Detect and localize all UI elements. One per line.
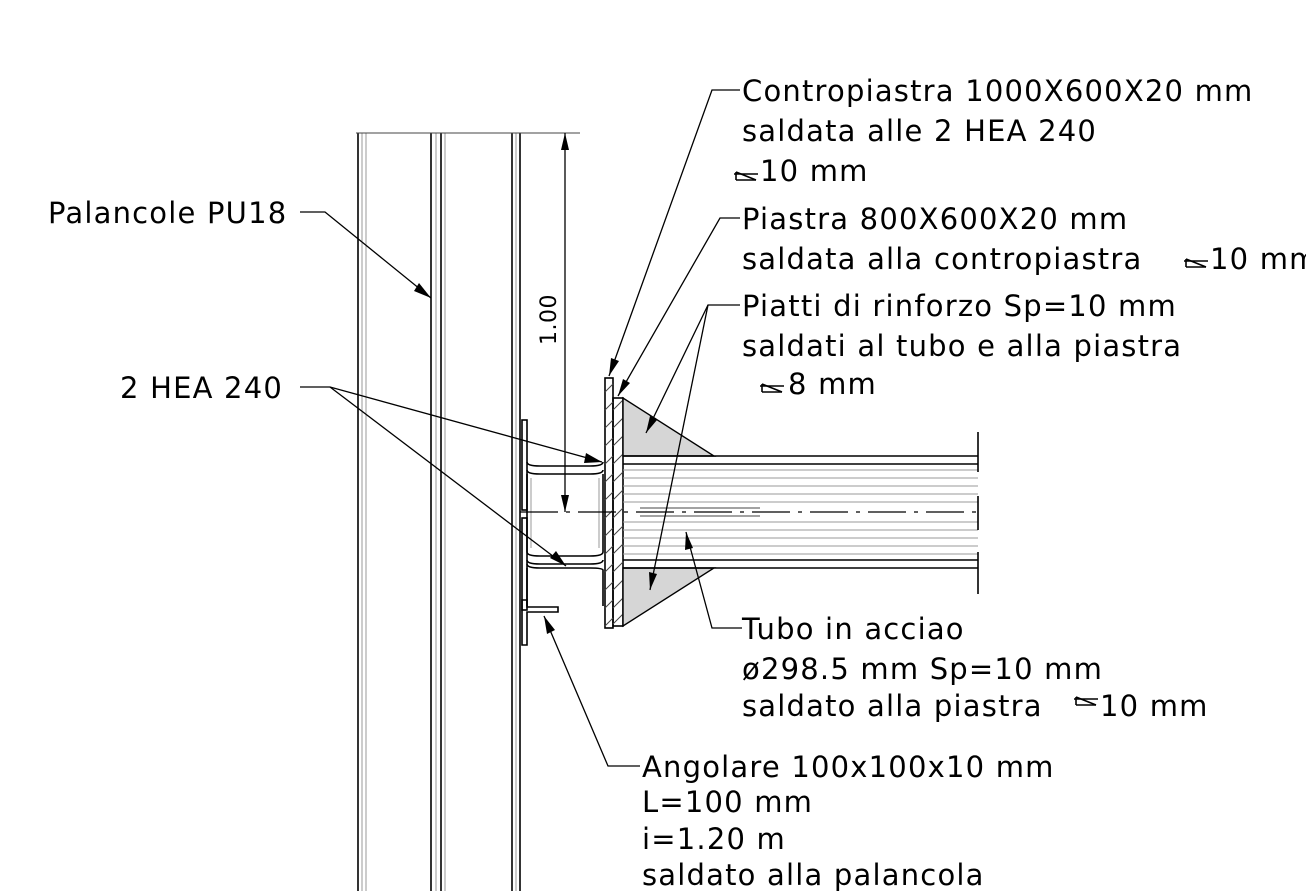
label-contropiastra-1: Contropiastra 1000X600X20 mm (742, 74, 1254, 108)
label-piatti-2: saldati al tubo e alla piastra (742, 329, 1182, 363)
sheet-pile (356, 132, 522, 891)
label-piastra-2: saldata alla contropiastra (742, 242, 1142, 276)
dimension-line (522, 132, 580, 512)
label-contropiastra-2: saldata alle 2 HEA 240 (742, 114, 1097, 148)
label-contropiastra-3: 10 mm (760, 154, 869, 188)
label-piatti-3: 8 mm (788, 367, 877, 401)
angle-bracket (521, 599, 559, 646)
label-piatti-1: Piatti di rinforzo Sp=10 mm (742, 289, 1177, 323)
plates (604, 377, 624, 629)
label-tubo-3b: 10 mm (1100, 689, 1209, 723)
hea-profiles (521, 419, 604, 611)
fillet-weld-icon (734, 171, 758, 181)
label-piastra-2b: 10 mm (1210, 242, 1306, 276)
fillet-weld-icon (1184, 258, 1208, 268)
label-palancole: Palancole PU18 (48, 196, 287, 230)
stiffener-plates (622, 396, 717, 628)
leaders (300, 89, 742, 767)
label-angolare-1: Angolare 100x100x10 mm (642, 750, 1055, 784)
label-tubo-3: saldato alla piastra (742, 689, 1043, 723)
label-angolare-3: i=1.20 m (642, 822, 786, 856)
fillet-weld-icon (760, 383, 784, 393)
label-hea: 2 HEA 240 (120, 371, 283, 405)
label-tubo-2: ø298.5 mm Sp=10 mm (742, 652, 1103, 686)
label-piastra-1: Piastra 800X600X20 mm (742, 202, 1128, 236)
label-tubo-1: Tubo in acciao (741, 612, 965, 646)
label-angolare-4: saldato alla palancola (642, 858, 985, 891)
fillet-weld-icon (1074, 696, 1098, 706)
steel-tube (520, 432, 979, 594)
label-angolare-2: L=100 mm (642, 785, 813, 819)
label-dimension: 1.00 (537, 294, 562, 345)
